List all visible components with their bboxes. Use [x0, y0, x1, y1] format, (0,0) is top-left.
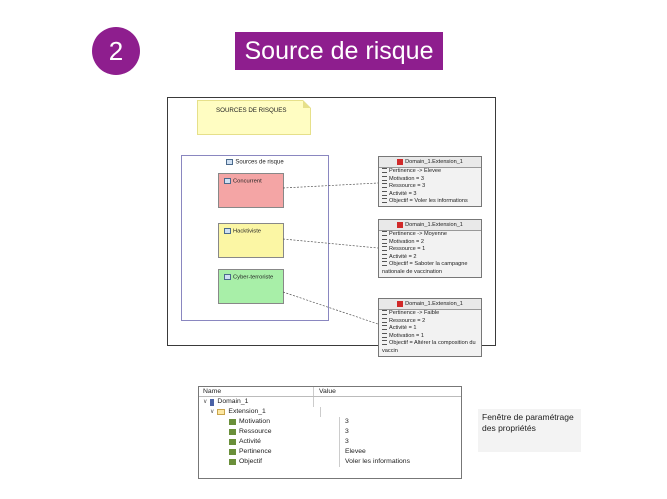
extension-header: Domain_1.Extension_1 [405, 301, 463, 307]
properties-header: Name Value [199, 387, 461, 397]
extension-row: Objectif = Saboter la campagne nationale… [379, 261, 481, 276]
extension-row: Ressource = 3 [379, 183, 481, 191]
properties-panel[interactable]: Name Value ∨Domain_1 ∨Extension_1 Motiva… [198, 386, 462, 479]
actor-concurrent[interactable]: Concurrent [218, 173, 284, 208]
property-value[interactable]: 3 [345, 418, 349, 425]
folder-open-icon [217, 409, 226, 415]
diagram-canvas[interactable]: SOURCES DE RISQUES Sources de risque Con… [167, 97, 496, 357]
tree-row-domain[interactable]: ∨ Domain_1 [199, 397, 461, 407]
property-icon [229, 429, 236, 435]
property-name: Pertinence [239, 448, 272, 455]
risk-source-group[interactable]: Sources de risque [181, 155, 329, 321]
extension-box-3[interactable]: Domain_1.Extension_1 Pertinence -> Faibl… [378, 298, 482, 357]
extension-box-2[interactable]: Domain_1.Extension_1 Pertinence -> Moyen… [378, 219, 482, 278]
extension-label: Extension_1 [228, 408, 266, 415]
property-row[interactable]: Pertinence Elevee [199, 447, 461, 457]
slide-title: Source de risque [235, 32, 443, 70]
extension-row: Motivation = 1 [379, 333, 481, 341]
actor-icon [224, 178, 231, 184]
property-value[interactable]: Elevee [345, 448, 366, 455]
extension-box-1[interactable]: Domain_1.Extension_1 Pertinence -> Eleve… [378, 156, 482, 207]
extension-row: Motivation = 2 [379, 239, 481, 247]
extension-row: Objectif = Altérer la composition du vac… [379, 340, 481, 355]
name-column-header[interactable]: Name [199, 387, 314, 396]
property-value[interactable]: 3 [345, 428, 349, 435]
property-value[interactable]: 3 [345, 438, 349, 445]
extension-row: Motivation = 3 [379, 176, 481, 184]
extension-icon [397, 158, 404, 165]
extension-row: Pertinence -> Faible [379, 310, 481, 318]
property-name: Activité [239, 438, 261, 445]
property-name: Objectif [239, 458, 263, 465]
extension-row: Activité = 1 [379, 325, 481, 333]
group-title: Sources de risque [182, 159, 328, 166]
actor-label: Concurrent [233, 178, 262, 185]
extension-row: Pertinence -> Elevee [379, 168, 481, 176]
actor-icon [224, 228, 231, 234]
property-icon [229, 419, 236, 425]
properties-caption: Fenêtre de paramétrage des propriétés [478, 409, 581, 452]
diagram-note[interactable]: SOURCES DE RISQUES [197, 100, 311, 135]
property-row[interactable]: Motivation 3 [199, 417, 461, 427]
property-row[interactable]: Objectif Voler les informations [199, 457, 461, 467]
step-number-badge: 2 [92, 27, 140, 75]
property-icon [229, 449, 236, 455]
connector-2 [282, 238, 379, 249]
note-text: SOURCES DE RISQUES [216, 107, 287, 114]
actor-label: Hacktiviste [233, 228, 262, 235]
actor-label: Cyber-terroriste [233, 274, 274, 281]
actor-icon [224, 274, 231, 280]
actor-hacktiviste[interactable]: Hacktiviste [218, 223, 284, 258]
connector-1 [282, 182, 379, 189]
extension-row: Ressource = 2 [379, 318, 481, 326]
property-name: Ressource [239, 428, 272, 435]
domain-icon [210, 398, 215, 406]
connector-3 [282, 291, 379, 325]
property-icon [229, 459, 236, 465]
extension-header: Domain_1.Extension_1 [405, 222, 463, 228]
extension-row: Objectif = Voler les informations [379, 198, 481, 206]
property-row[interactable]: Ressource 3 [199, 427, 461, 437]
value-column-header[interactable]: Value [319, 388, 336, 395]
chevron-down-icon[interactable]: ∨ [203, 399, 208, 405]
note-fold-corner [303, 100, 311, 108]
property-value[interactable]: Voler les informations [345, 458, 410, 465]
extension-icon [397, 300, 404, 307]
extension-row: Activité = 3 [379, 191, 481, 199]
actor-cyber-terroriste[interactable]: Cyber-terroriste [218, 269, 284, 304]
connector-lines [282, 182, 379, 325]
extension-row: Activité = 2 [379, 254, 481, 262]
extension-row: Ressource = 1 [379, 246, 481, 254]
chevron-down-icon[interactable]: ∨ [210, 409, 215, 415]
extension-icon [397, 221, 404, 228]
property-row[interactable]: Activité 3 [199, 437, 461, 447]
group-icon [226, 159, 234, 165]
property-name: Motivation [239, 418, 270, 425]
property-icon [229, 439, 236, 445]
tree-row-extension[interactable]: ∨ Extension_1 [199, 407, 461, 417]
extension-row: Pertinence -> Moyenne [379, 231, 481, 239]
domain-label: Domain_1 [217, 398, 249, 405]
extension-header: Domain_1.Extension_1 [405, 159, 463, 165]
group-title-label: Sources de risque [235, 159, 284, 166]
